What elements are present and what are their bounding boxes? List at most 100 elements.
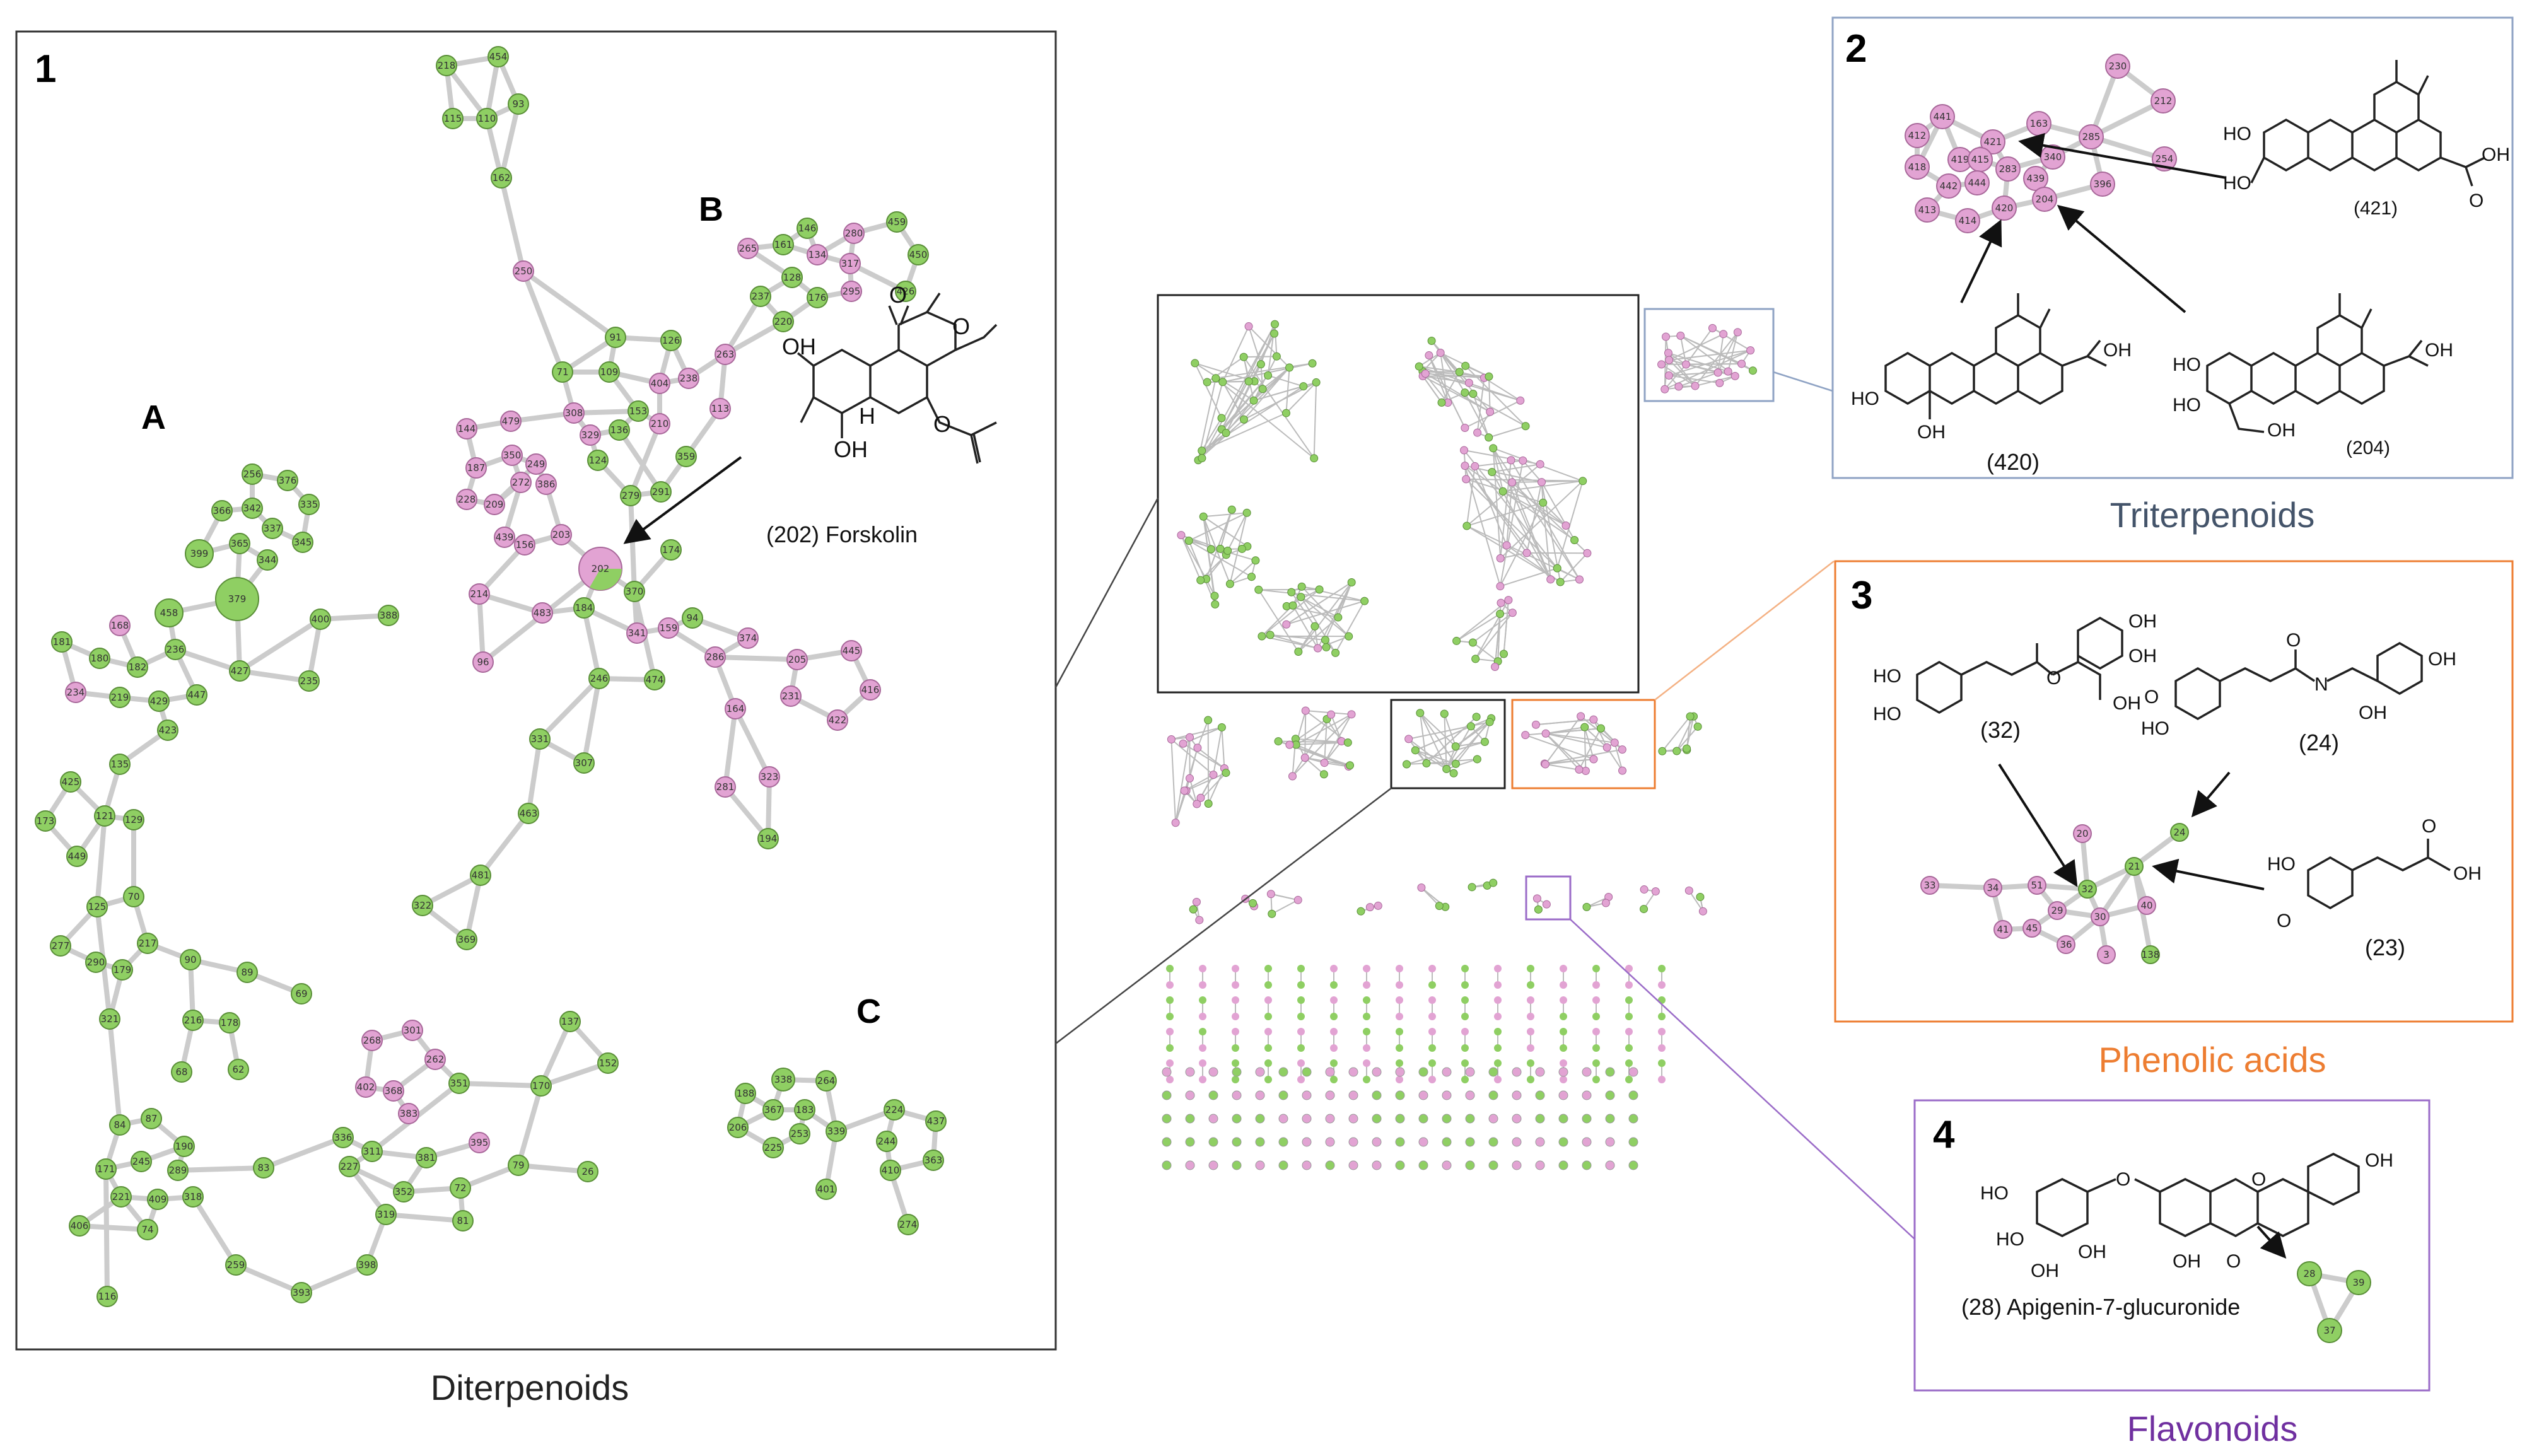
network-node-230: 230	[2105, 54, 2130, 79]
network-node-439: 439	[494, 527, 515, 548]
node-circle	[96, 1286, 118, 1307]
mini-node	[1658, 965, 1666, 972]
node-circle	[310, 609, 331, 630]
mini-node	[1396, 1028, 1403, 1035]
network-node-409: 409	[147, 1189, 168, 1210]
mini-edge	[1584, 727, 1587, 771]
node-label: 441	[1934, 111, 1952, 122]
mini-edge	[1545, 733, 1615, 743]
mini-node	[1264, 1028, 1272, 1035]
network-edge	[262, 1135, 344, 1170]
mini-node	[1270, 329, 1279, 338]
mini-node	[1196, 576, 1205, 585]
mini-edge	[1560, 552, 1588, 583]
mini-node	[1468, 638, 1477, 647]
node-label: 427	[231, 665, 249, 677]
mini-node	[1232, 1090, 1242, 1100]
mini-node	[1488, 1067, 1498, 1077]
node-label: 156	[516, 539, 534, 550]
node-circle	[626, 622, 648, 644]
svg-text:OH: OH	[2267, 420, 2296, 441]
node-circle	[597, 1052, 619, 1074]
mini-node	[1428, 1044, 1436, 1052]
mini-node	[1605, 1160, 1615, 1170]
node-circle	[109, 615, 131, 636]
network-node-110: 110	[476, 108, 498, 129]
mini-node	[1592, 1076, 1600, 1083]
mini-edge	[1227, 512, 1248, 551]
mini-node	[1625, 1076, 1633, 1083]
mini-node	[1166, 981, 1174, 989]
mini-edge	[1491, 463, 1541, 473]
mini-node	[1658, 1028, 1666, 1035]
network-node-281: 281	[715, 776, 736, 798]
mini-node	[1325, 1090, 1335, 1100]
mini-node	[1442, 765, 1451, 774]
svg-text:OH: OH	[2173, 1251, 2201, 1272]
node-label: 221	[112, 1191, 131, 1203]
mini-node	[1396, 981, 1403, 989]
mini-node	[1658, 1013, 1666, 1020]
node-label: 89	[241, 967, 253, 978]
mini-edge	[1198, 367, 1290, 461]
network-node-401: 401	[815, 1179, 837, 1200]
mini-node	[1527, 1013, 1534, 1020]
network-node-216: 216	[182, 1010, 204, 1031]
node-circle	[291, 1282, 312, 1303]
network-node-96: 96	[472, 651, 494, 673]
network-node-427: 427	[229, 660, 250, 682]
mini-node	[1502, 541, 1511, 550]
node-label: 144	[458, 423, 476, 434]
mini-node	[1363, 996, 1370, 1004]
network-node-144: 144	[456, 418, 477, 440]
mini-edge	[1544, 716, 1582, 765]
network-node-202: 202	[578, 547, 622, 591]
node-circle	[167, 1160, 189, 1181]
connector-line-cluster-c	[1055, 788, 1392, 1044]
network-node-295: 295	[841, 281, 862, 302]
mini-edge	[1248, 325, 1290, 368]
mini-node	[1255, 1137, 1265, 1147]
node-label: 135	[111, 759, 129, 770]
mini-edge	[1415, 749, 1456, 765]
node-label: 262	[426, 1054, 445, 1065]
network-node-171: 171	[95, 1158, 117, 1180]
node-label: 115	[444, 113, 462, 124]
mini-node	[1538, 478, 1546, 487]
mini-edge	[1422, 375, 1442, 404]
node-circle	[759, 766, 780, 788]
mini-node	[1610, 738, 1619, 747]
mini-node	[1658, 1076, 1666, 1083]
mini-edge	[1324, 714, 1352, 764]
node-circle	[843, 223, 865, 244]
node-label: 202	[592, 563, 610, 574]
network-node-227: 227	[339, 1156, 360, 1177]
network-node-265: 265	[737, 238, 759, 259]
mini-edge	[1664, 336, 1667, 390]
mini-node	[1460, 446, 1469, 455]
mini-node	[1628, 1160, 1638, 1170]
compound-32-structure: HO HO O OH OH OH	[1873, 611, 2157, 725]
node-circle	[1995, 156, 2021, 182]
network-edge	[723, 294, 763, 356]
mini-node	[1264, 371, 1273, 380]
mini-edge	[1205, 509, 1233, 579]
node-circle	[762, 1099, 784, 1121]
mini-node	[1402, 760, 1411, 769]
node-circle	[750, 286, 771, 307]
node-label: 41	[1997, 924, 2009, 935]
mini-node	[1577, 712, 1585, 721]
mini-node	[1464, 378, 1473, 387]
svg-text:O: O	[2277, 911, 2291, 931]
mini-node	[1232, 965, 1239, 972]
mini-node	[1204, 799, 1213, 808]
network-node-345: 345	[292, 532, 313, 553]
mini-node	[1297, 996, 1305, 1004]
node-label: 136	[610, 424, 629, 436]
node-label: 93	[512, 98, 524, 110]
mini-node	[1686, 712, 1695, 721]
node-circle	[771, 1068, 795, 1092]
node-label: 445	[843, 645, 861, 656]
mini-edge	[1286, 581, 1352, 626]
